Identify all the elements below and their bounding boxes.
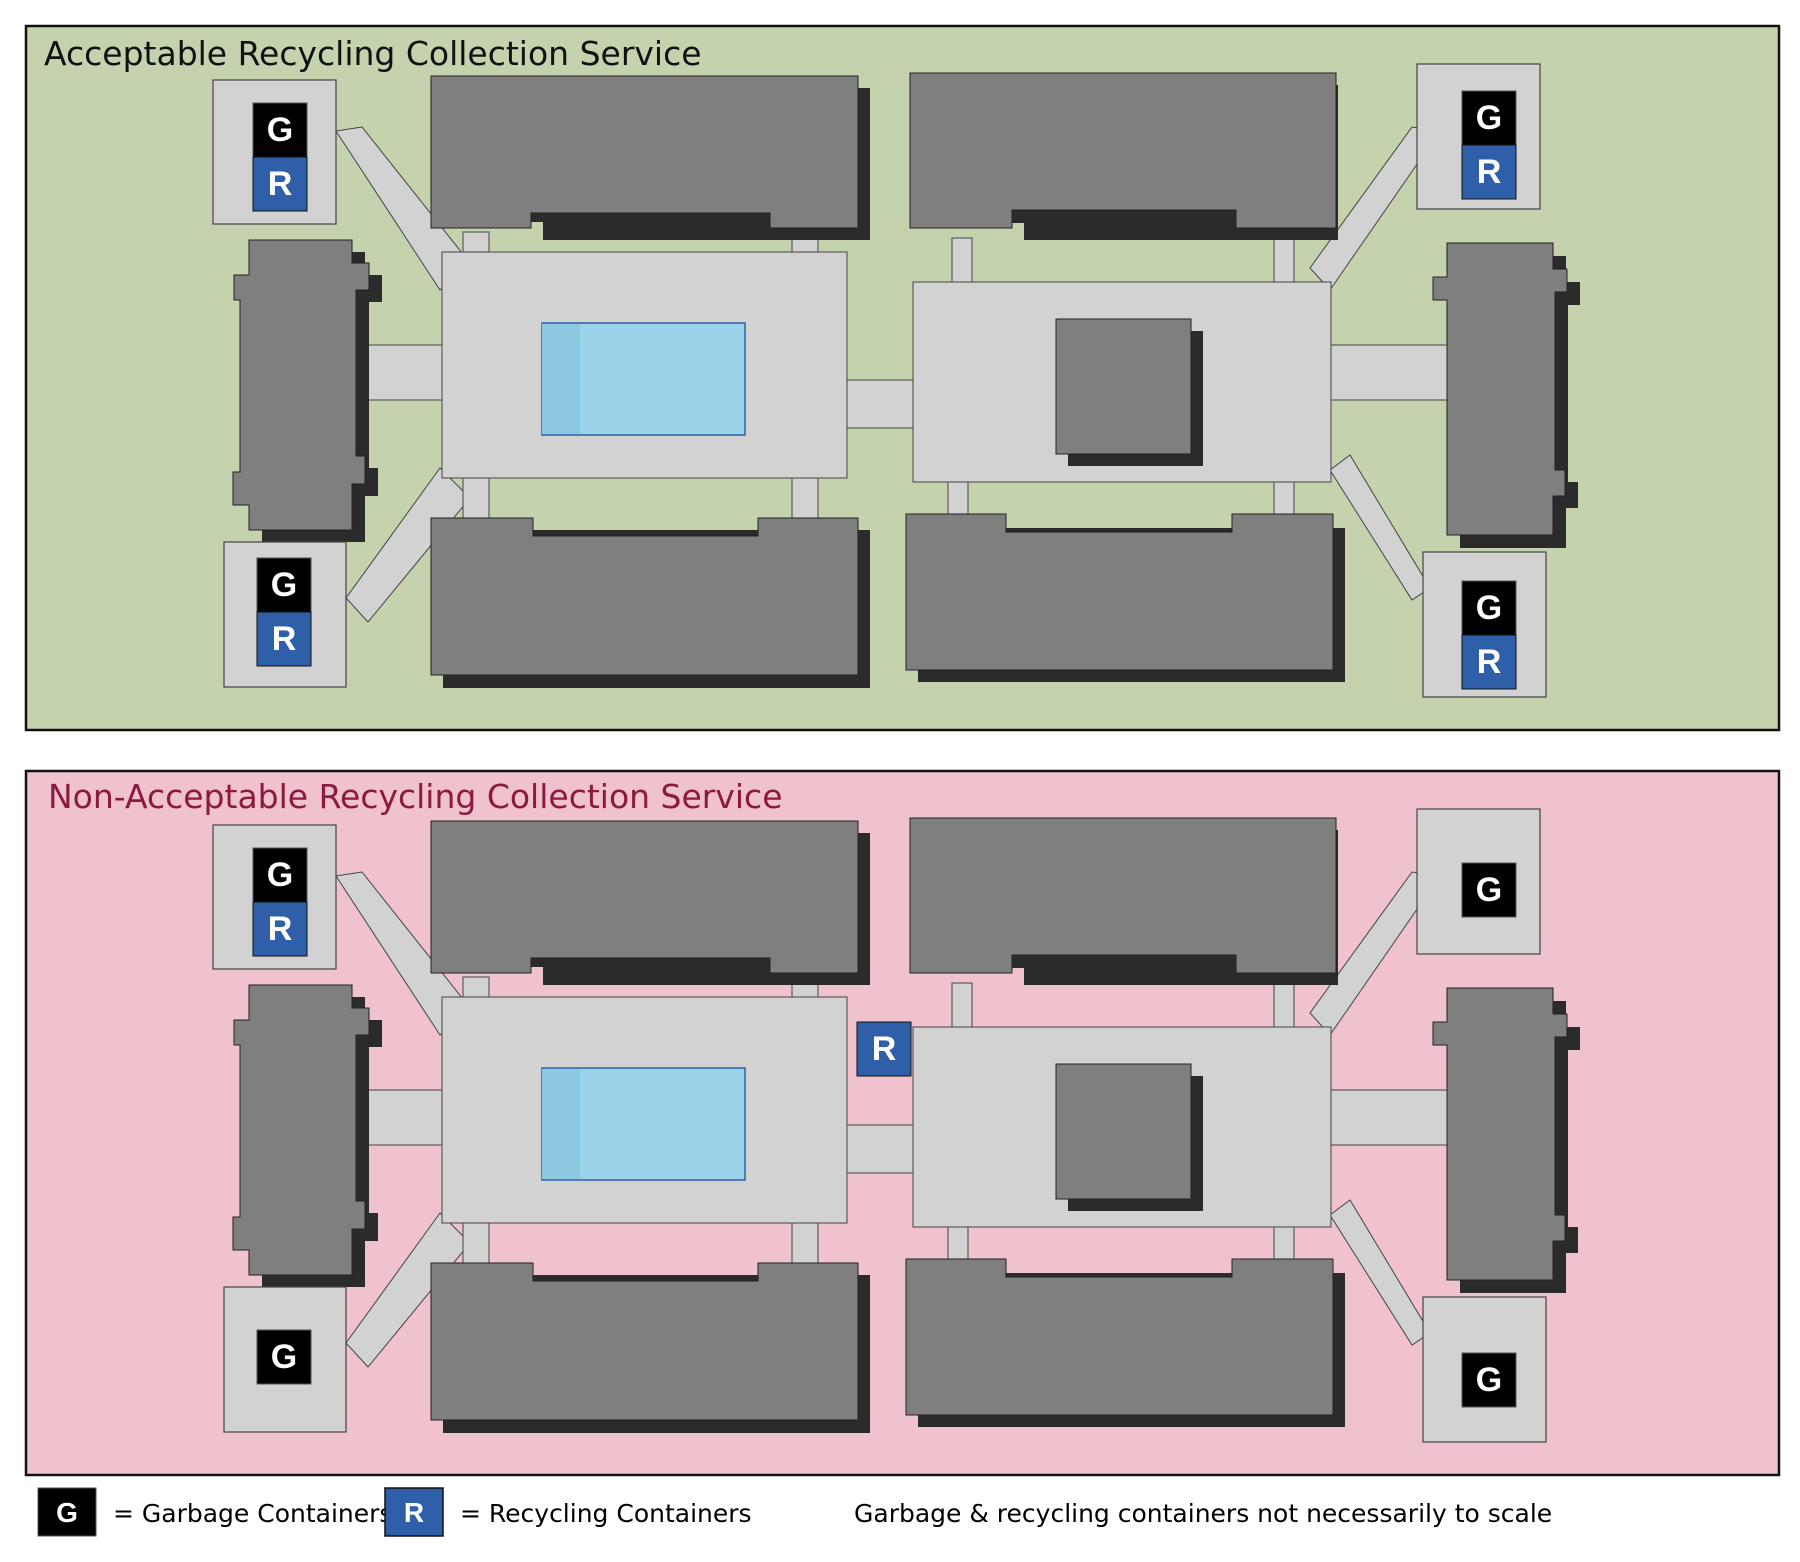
garbage-container-bottom-left: G <box>271 1338 297 1376</box>
garbage-container-icon <box>256 1329 312 1385</box>
recycling-container-misplaced: R <box>872 1030 897 1068</box>
garbage-container-top-left: G <box>267 111 293 149</box>
recycling-container-bottom-left: R <box>272 620 297 658</box>
garbage-container-top-right: G <box>1476 99 1502 137</box>
legend-garbage: G = Garbage Containers <box>37 1487 392 1537</box>
recycling-container-icon <box>252 901 308 957</box>
garbage-container-icon <box>1461 90 1517 146</box>
garbage-container-top-left: G <box>267 856 293 894</box>
garbage-container-icon <box>1461 862 1517 918</box>
legend-recycling-label: = Recycling Containers <box>460 1499 752 1528</box>
recycling-container-icon <box>384 1487 444 1537</box>
acceptable-title: Acceptable Recycling Collection Service <box>44 34 702 73</box>
recycling-container-top-left: R <box>268 910 293 948</box>
recycling-container-icon <box>1461 634 1517 690</box>
garbage-container-bottom-left: G <box>271 566 297 604</box>
garbage-container-icon <box>252 102 308 158</box>
garbage-container-icon <box>1461 1352 1517 1408</box>
recycling-container-bottom-right: R <box>1477 643 1502 681</box>
garbage-container-top-right: G <box>1476 871 1502 909</box>
legend-garbage-symbol: G <box>56 1497 78 1528</box>
recycling-container-icon <box>256 611 312 667</box>
garbage-container-icon <box>252 847 308 903</box>
legend-recycling-symbol: R <box>404 1497 424 1528</box>
non-acceptable-title: Non-Acceptable Recycling Collection Serv… <box>48 777 783 816</box>
legend: G = Garbage Containers R = Recycling Con… <box>37 1487 1552 1537</box>
non-acceptable-panel: Non-Acceptable Recycling Collection Serv… <box>24 769 1781 1477</box>
recycling-container-icon <box>252 156 308 212</box>
garbage-container-icon <box>1461 580 1517 636</box>
recycling-container-top-left: R <box>268 165 293 203</box>
recycling-container-icon <box>1461 144 1517 200</box>
legend-garbage-label: = Garbage Containers <box>113 1499 392 1528</box>
recycling-container-icon <box>856 1021 912 1077</box>
recycling-container-top-right: R <box>1477 153 1502 191</box>
legend-scale-note: Garbage & recycling containers not neces… <box>854 1499 1552 1528</box>
garbage-container-bottom-right: G <box>1476 589 1502 627</box>
acceptable-panel: Acceptable Recycling Collection Service … <box>24 24 1781 732</box>
garbage-container-icon <box>37 1487 97 1537</box>
legend-recycling: R = Recycling Containers <box>384 1487 752 1537</box>
garbage-container-bottom-right: G <box>1476 1361 1502 1399</box>
